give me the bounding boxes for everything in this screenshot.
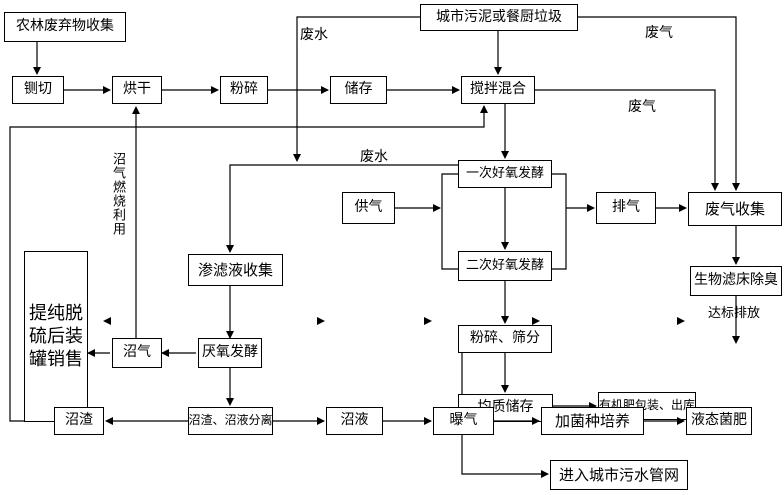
store-box: 储存 <box>330 76 387 104</box>
biogas-residue-box: 沼渣 <box>54 407 104 435</box>
bacteria-culture-box: 加菌种培养 <box>541 407 644 435</box>
cut-box: 铡切 <box>12 76 64 104</box>
sewer-label: 进入城市污水管网 <box>558 465 679 484</box>
mix-label: 搅拌混合 <box>470 81 526 98</box>
farm-waste-collection-box: 农林废弃物收集 <box>4 12 126 42</box>
exhaust-label: 排气 <box>612 199 640 216</box>
store-label: 储存 <box>344 81 373 98</box>
liquid-fertilizer-box: 液态菌肥 <box>686 407 752 435</box>
second-aerobic-fermentation-box: 二次好氧发酵 <box>458 251 552 281</box>
separation-label: 沼渣、沼液分离 <box>188 413 273 428</box>
air-supply-box: 供气 <box>342 192 395 224</box>
ferm2-label: 二次好氧发酵 <box>465 257 544 273</box>
gas-collect-label: 废气收集 <box>704 199 765 218</box>
leachate-label: 渗滤液收集 <box>197 260 273 279</box>
biogas-burn-label: 沼气燃烧利用 <box>110 152 125 236</box>
city-sludge-label: 城市污泥或餐厨垃圾 <box>436 8 562 25</box>
gas-collection-box: 废气收集 <box>688 192 782 226</box>
exhaust-box: 排气 <box>596 192 656 224</box>
biofilter-label: 生物滤床除臭 <box>694 272 778 289</box>
crush-sieve-box: 粉碎、筛分 <box>458 325 552 353</box>
purify-label: 提纯脱硫后装罐销售 <box>29 302 83 371</box>
anaerobic-label: 厌氧发酵 <box>202 344 258 361</box>
wastewater-label-mid: 废水 <box>360 149 388 165</box>
cut-label: 铡切 <box>24 81 52 98</box>
leachate-collection-box: 渗滤液收集 <box>188 254 283 286</box>
dry-box: 烘干 <box>112 76 162 104</box>
separation-box: 沼渣、沼液分离 <box>188 407 273 435</box>
aeration-label: 曝气 <box>449 412 478 429</box>
crush-box: 粉碎 <box>220 76 268 104</box>
ferm1-label: 一次好氧发酵 <box>465 165 544 181</box>
first-aerobic-fermentation-box: 一次好氧发酵 <box>458 160 552 188</box>
crush-label: 粉碎 <box>230 81 258 98</box>
city-sludge-box: 城市污泥或餐厨垃圾 <box>420 4 578 31</box>
discharge-label: 达标排放 <box>708 306 761 321</box>
air-supply-label: 供气 <box>354 199 383 216</box>
biogas-box: 沼气 <box>112 338 162 368</box>
waste-gas-label-mid: 废气 <box>628 99 656 115</box>
dry-label: 烘干 <box>123 81 151 98</box>
biogas-liquid-box: 沼液 <box>326 407 383 435</box>
waste-gas-label-top: 废气 <box>645 25 673 41</box>
liquid-fert-label: 液态菌肥 <box>691 412 747 429</box>
liquid-label: 沼液 <box>340 412 369 429</box>
wastewater-label-top: 废水 <box>300 27 328 43</box>
anaerobic-fermentation-box: 厌氧发酵 <box>198 338 262 368</box>
bacteria-label: 加菌种培养 <box>554 411 630 430</box>
city-sewer-box: 进入城市污水管网 <box>550 460 688 490</box>
biogas-label: 沼气 <box>123 344 151 361</box>
mix-box: 搅拌混合 <box>461 76 535 104</box>
biofilter-box: 生物滤床除臭 <box>690 266 782 296</box>
crush-sieve-label: 粉碎、筛分 <box>470 330 540 347</box>
residue-label: 沼渣 <box>65 412 93 429</box>
farm-waste-label: 农林废弃物收集 <box>16 18 114 35</box>
purify-desulfurize-box: 提纯脱硫后装罐销售 <box>24 251 88 422</box>
aeration-box: 曝气 <box>433 407 494 435</box>
